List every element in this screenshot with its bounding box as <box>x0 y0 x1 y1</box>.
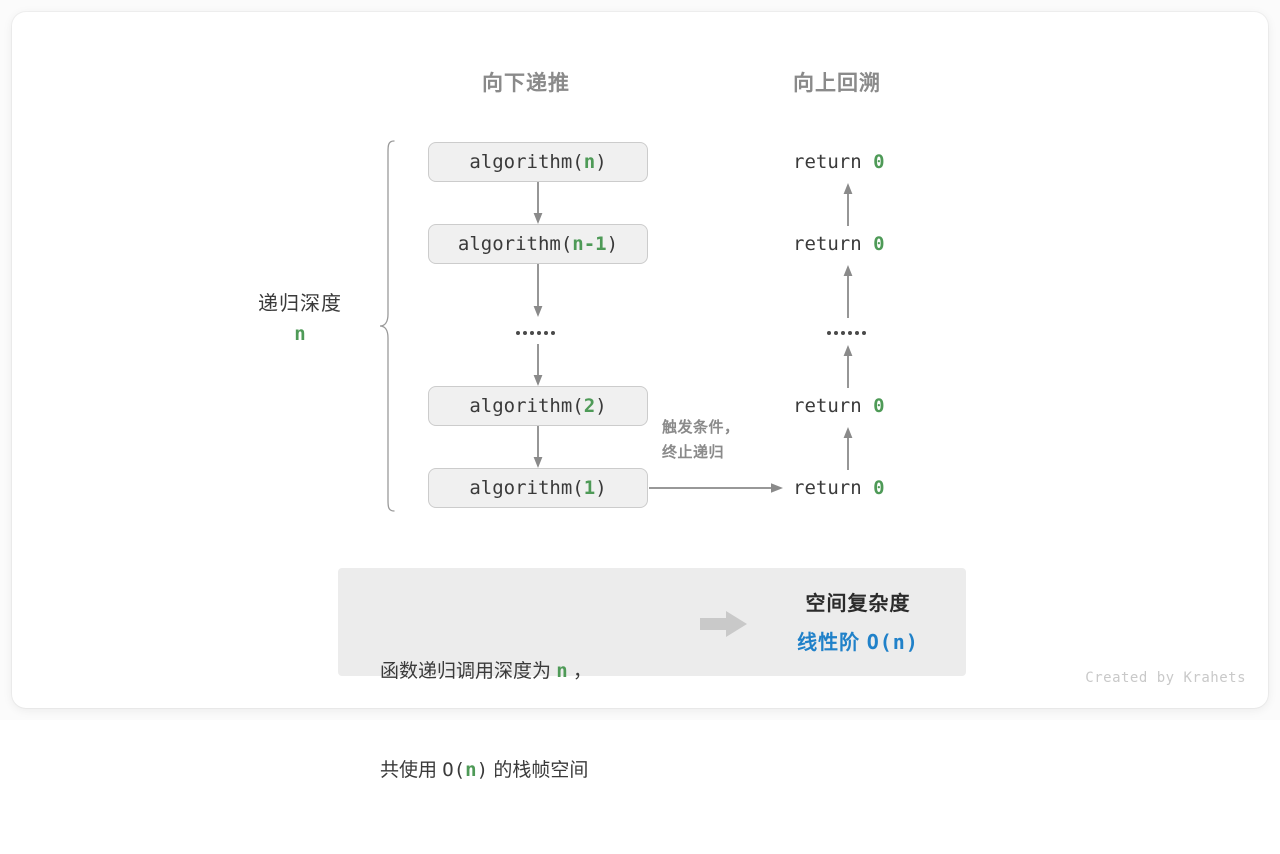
call-box: algorithm(n-1) <box>428 224 648 264</box>
call-box: algorithm(2) <box>428 386 648 426</box>
up-arrow-icon <box>843 265 853 318</box>
call-prefix: algorithm( <box>469 151 584 173</box>
diagram-page: 向下递推 向上回溯 递归深度 n algorithm(n) algorithm(… <box>12 12 1268 782</box>
call-argument: 2 <box>583 395 596 417</box>
up-arrow-icon <box>843 427 853 470</box>
credit-text: Created by Krahets <box>1085 670 1246 686</box>
up-arrow-icon <box>843 183 853 226</box>
recursion-depth-label: 递归深度 n <box>212 292 388 345</box>
call-box: algorithm(1) <box>428 468 648 508</box>
summary-line-1-prefix: 函数递归调用深度为 <box>380 660 557 682</box>
call-argument: n <box>583 151 596 173</box>
down-arrow-icon <box>533 426 543 468</box>
summary-line-1-var: n <box>556 659 568 682</box>
summary-line-2-suffix: 的栈帧空间 <box>488 760 589 782</box>
summary-line-1: 函数递归调用深度为 n ， <box>380 655 592 688</box>
return-keyword: return <box>793 477 874 499</box>
ellipsis-icon <box>516 331 555 335</box>
call-suffix: ) <box>606 233 619 255</box>
complexity-title: 空间复杂度 <box>805 593 911 615</box>
complexity-order-label: 线性阶 <box>797 632 867 654</box>
recursion-depth-brace <box>379 140 395 512</box>
call-suffix: ) <box>595 395 607 417</box>
down-arrow-icon <box>533 182 543 224</box>
call-prefix: algorithm( <box>469 477 584 499</box>
return-value: 0 <box>873 477 885 499</box>
return-statement: return 0 <box>793 397 913 416</box>
summary-line-2-close: ) <box>476 759 489 782</box>
call-suffix: ) <box>595 151 607 173</box>
right-arrow-icon <box>649 483 783 493</box>
call-suffix: ) <box>595 477 607 499</box>
down-arrow-icon <box>533 344 543 386</box>
summary-line-2-prefix: 共使用 <box>380 760 443 782</box>
trigger-note-line-2: 终止递归 <box>662 443 725 461</box>
summary-description: 函数递归调用深度为 n ， 共使用 O(n) 的栈帧空间 <box>380 588 592 854</box>
trigger-condition-note: 触发条件， 终止递归 <box>662 416 792 466</box>
call-argument: n-1 <box>572 233 607 255</box>
return-statement: return 0 <box>793 235 913 254</box>
return-statement: return 0 <box>793 153 913 172</box>
return-statement: return 0 <box>793 479 913 498</box>
ellipsis-icon <box>827 331 866 335</box>
complexity-value: 线性阶 O(n) <box>768 626 948 655</box>
return-keyword: return <box>793 395 874 417</box>
heading-upward-backtrack: 向上回溯 <box>793 72 881 95</box>
block-right-arrow-icon <box>700 611 747 637</box>
summary-line-1-suffix: ， <box>567 660 593 682</box>
return-keyword: return <box>793 233 874 255</box>
trigger-note-line-1: 触发条件， <box>662 419 740 436</box>
call-argument: 1 <box>583 477 596 499</box>
complexity-result: 空间复杂度 线性阶 O(n) <box>768 588 948 655</box>
return-value: 0 <box>873 151 885 173</box>
summary-line-2: 共使用 O(n) 的栈帧空间 <box>380 754 592 787</box>
down-arrow-icon <box>533 264 543 317</box>
summary-line-2-var: n <box>465 759 477 782</box>
up-arrow-icon <box>843 345 853 388</box>
call-prefix: algorithm( <box>469 395 584 417</box>
return-value: 0 <box>873 395 885 417</box>
recursion-depth-value: n <box>294 323 306 345</box>
diagram-card: 向下递推 向上回溯 递归深度 n algorithm(n) algorithm(… <box>12 12 1268 781</box>
heading-downward-recursion: 向下递推 <box>482 72 570 95</box>
recursion-depth-text: 递归深度 <box>258 293 342 315</box>
return-keyword: return <box>793 151 874 173</box>
summary-line-2-bigo: O( <box>442 759 466 782</box>
call-box: algorithm(n) <box>428 142 648 182</box>
summary-panel: 函数递归调用深度为 n ， 共使用 O(n) 的栈帧空间 空间复杂度 线性阶 O… <box>338 568 966 781</box>
complexity-order-expr: O(n) <box>866 630 919 654</box>
call-prefix: algorithm( <box>457 233 573 255</box>
return-value: 0 <box>873 233 885 255</box>
